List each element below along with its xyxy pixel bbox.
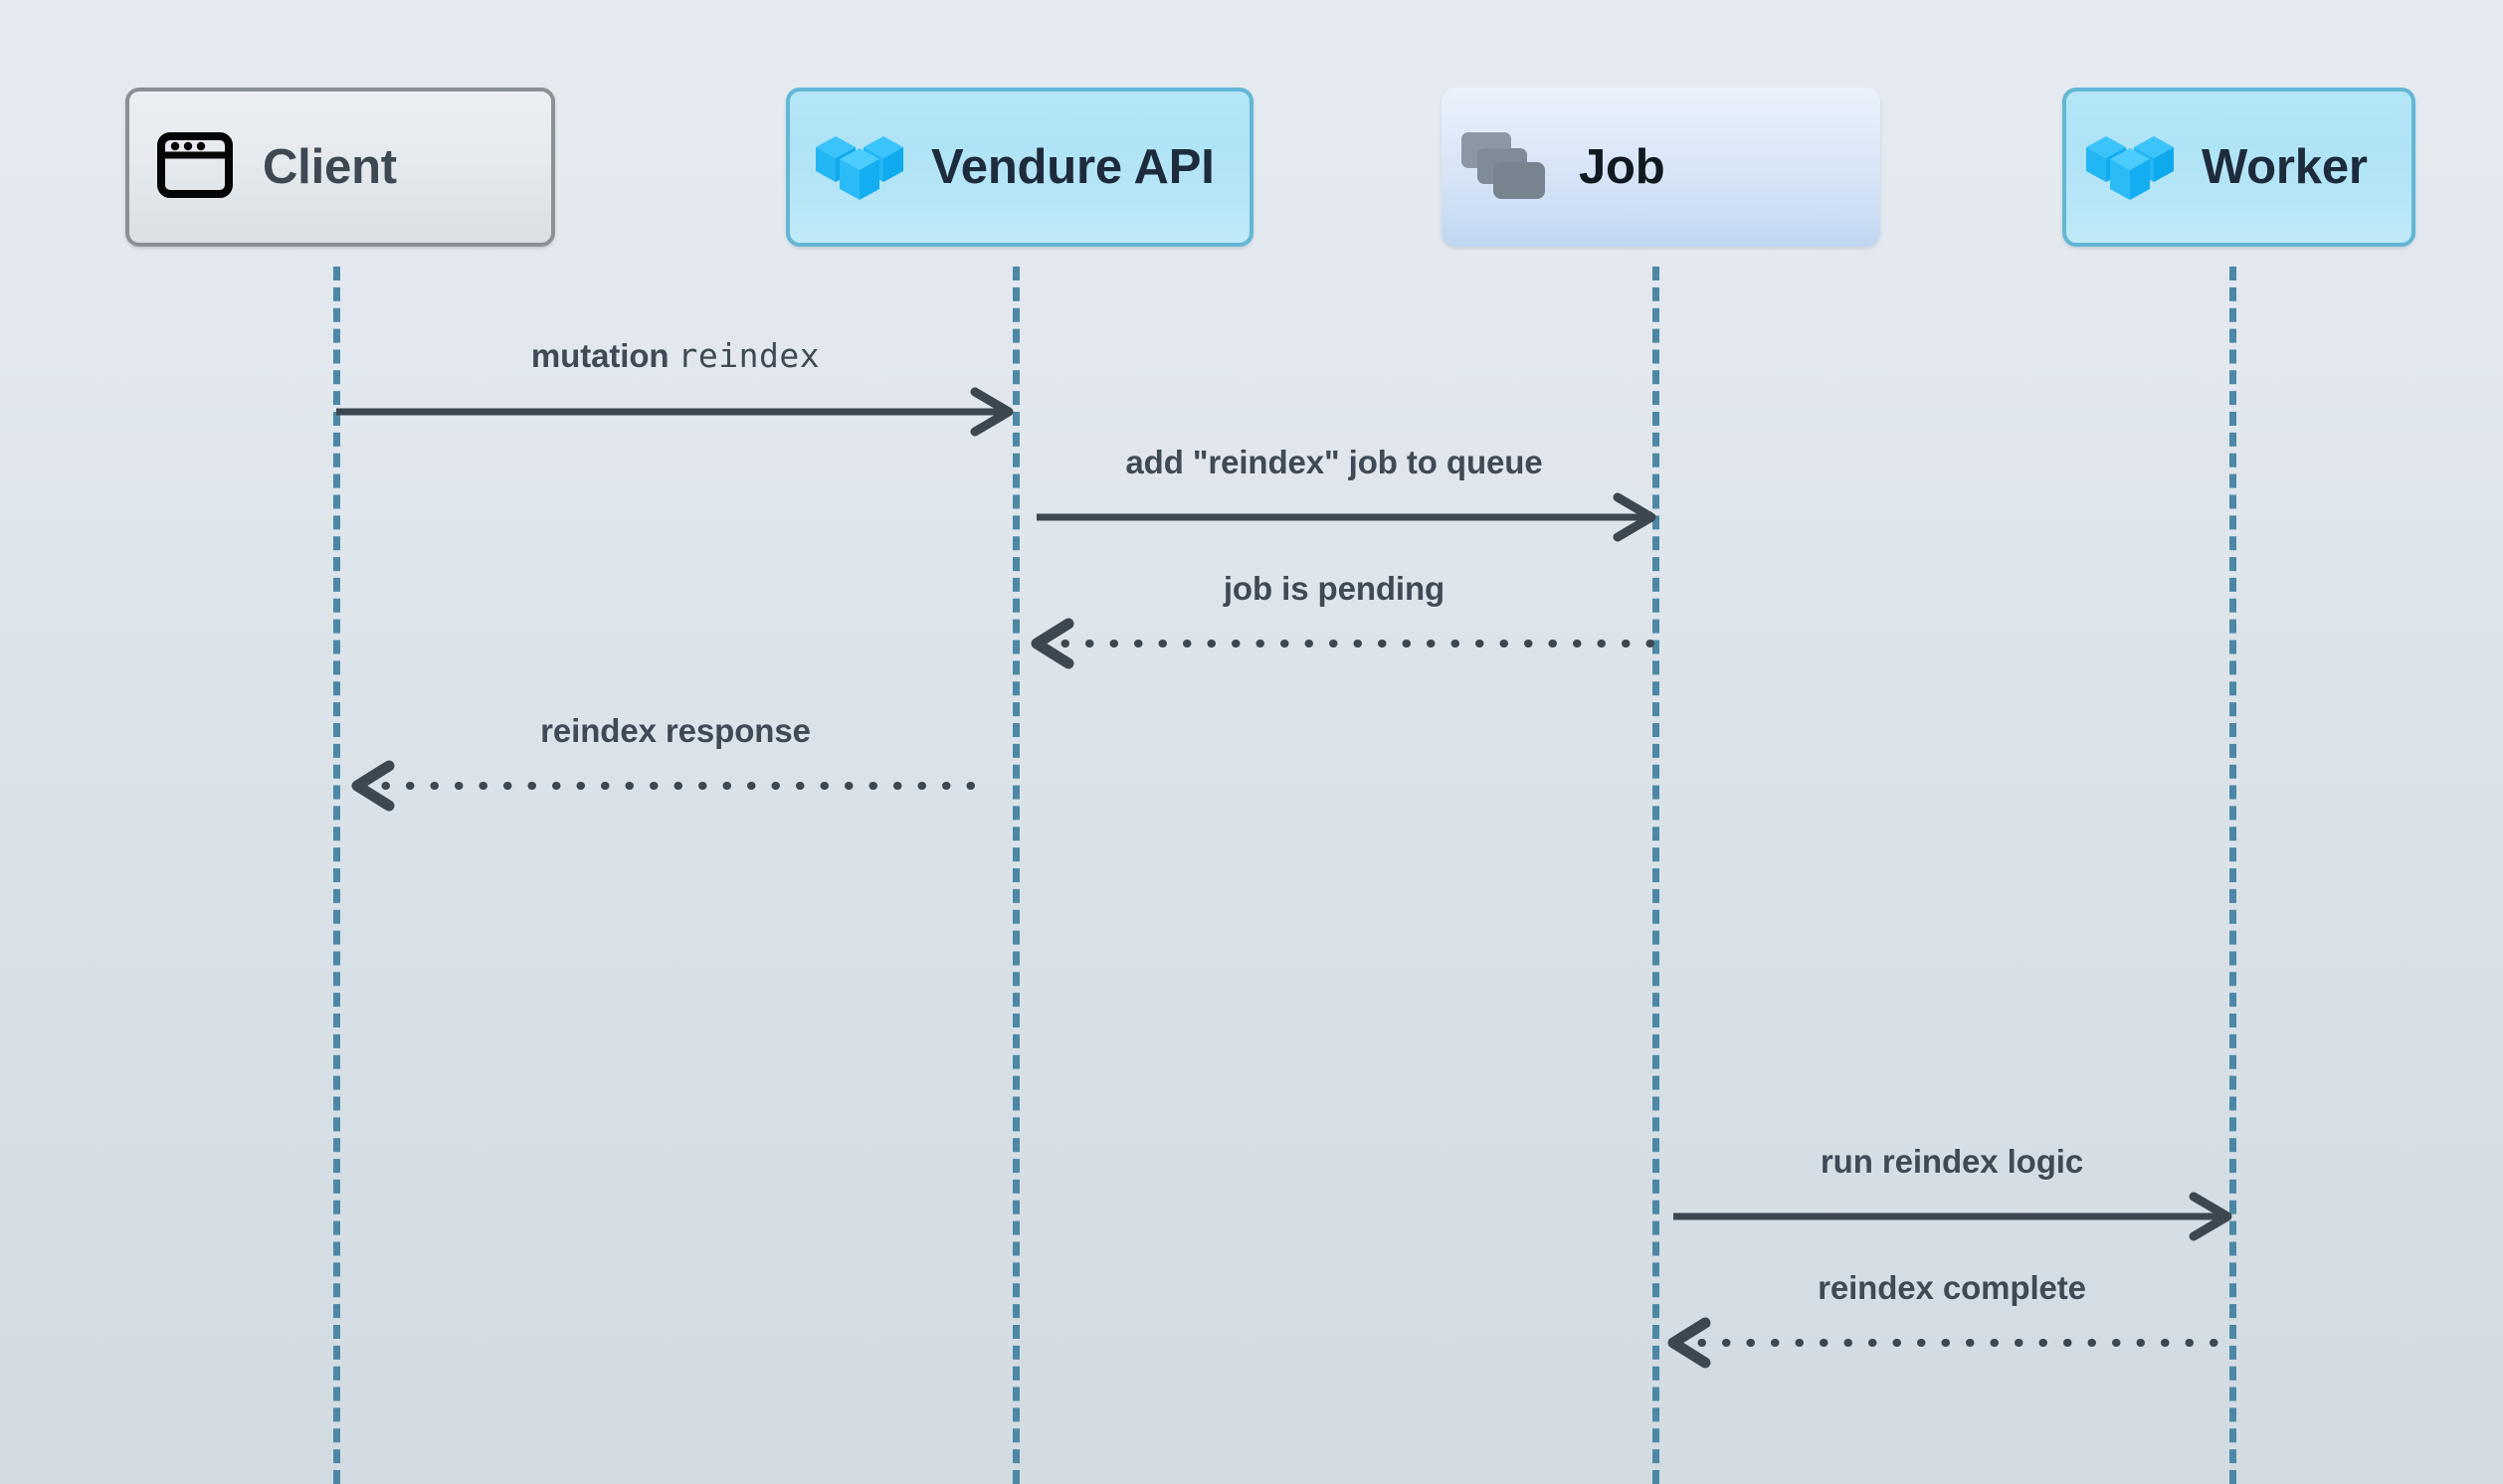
participant-vendure-api[interactable]: Vendure API [786, 88, 1253, 247]
participant-client[interactable]: Client [125, 88, 555, 247]
message-label: job is pending [1223, 570, 1445, 607]
browser-window-icon [157, 131, 233, 203]
message-label: reindex complete [1818, 1269, 2086, 1306]
message-label: reindex response [540, 712, 811, 749]
lifeline-worker [2229, 267, 2236, 1484]
message-arrow-solid-right [1673, 1192, 2234, 1241]
lifeline-job [1652, 267, 1659, 1484]
message-label: mutation reindex [530, 336, 821, 375]
lifeline-client [333, 267, 340, 1484]
lifeline-vendure [1013, 267, 1020, 1484]
message-label: add "reindex" job to queue [1125, 444, 1543, 480]
participant-label: Vendure API [931, 140, 1215, 194]
message-arrow-solid-right [1037, 492, 1658, 542]
participant-worker[interactable]: Worker [2062, 88, 2415, 247]
message-label: run reindex logic [1820, 1143, 2084, 1180]
message-arrow-dotted-left [1659, 1317, 2238, 1369]
message-arrow-solid-right [336, 387, 1016, 437]
stacked-cards-icon [1457, 128, 1549, 207]
participant-job[interactable]: Job [1442, 88, 1880, 247]
message-arrow-dotted-left [343, 760, 999, 812]
vendure-logo-icon [2082, 126, 2178, 209]
vendure-logo-icon [812, 126, 907, 209]
participant-label: Job [1579, 140, 1665, 194]
participant-label: Client [263, 140, 397, 194]
participant-label: Worker [2202, 140, 2368, 194]
message-arrow-dotted-left [1023, 618, 1663, 669]
